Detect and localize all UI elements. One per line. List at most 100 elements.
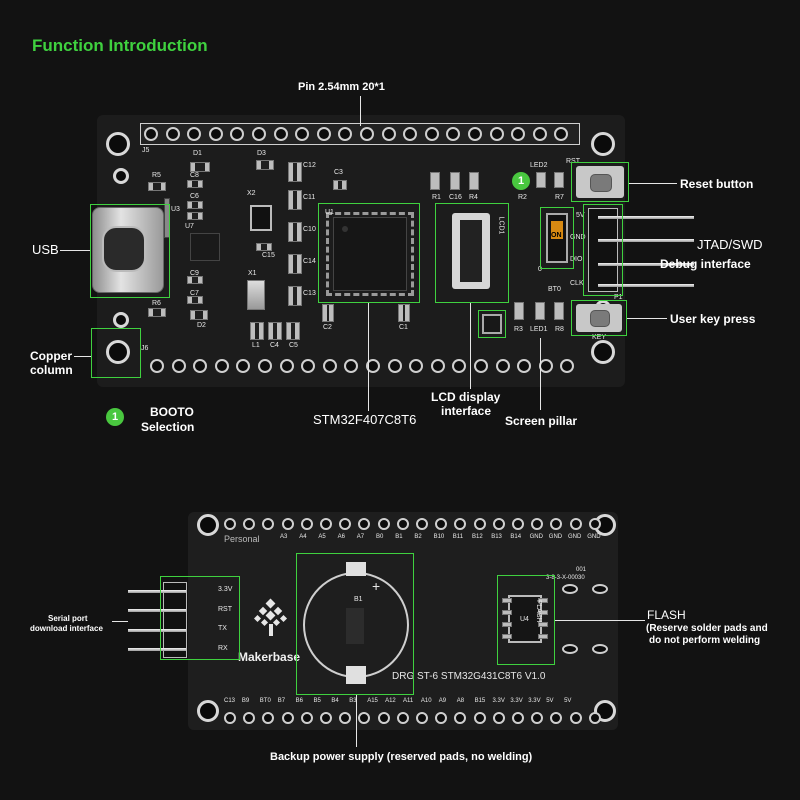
highlight-flash (497, 575, 555, 665)
header-pin-pad (403, 127, 418, 141)
silk-c15: C15 (262, 252, 275, 259)
flash-pad (538, 598, 548, 603)
silk-u1: U1 (325, 209, 334, 216)
highlight-key (571, 300, 627, 336)
user-key-button[interactable] (576, 304, 622, 332)
pin-pad (588, 518, 601, 530)
flash-chip-footprint (508, 595, 542, 643)
smd-part (268, 322, 282, 340)
header-pin-pad (295, 127, 310, 141)
header-pin-pad (171, 359, 186, 373)
leader-copper (74, 356, 91, 357)
label-usb: USB (32, 242, 59, 257)
label-flash-title: FLASH (647, 608, 686, 622)
boot-switch[interactable] (546, 213, 568, 263)
pin-label: GND (529, 534, 543, 540)
leader-lcd (470, 303, 471, 389)
leader-flash (555, 620, 645, 621)
smd-part (514, 302, 524, 320)
smd-part (187, 276, 203, 284)
silk-p1: P1 (614, 294, 623, 301)
mounting-hole (591, 132, 615, 156)
header-pin-pad (511, 127, 526, 141)
pin-label: GND (568, 534, 582, 540)
silk-r4: R4 (469, 194, 478, 201)
silk-key: KEY (592, 334, 607, 341)
header-pin-pad (532, 127, 547, 141)
silk-j5: J5 (142, 147, 150, 154)
screen-pillar-pad (482, 314, 502, 334)
pin-label: A4 (299, 534, 307, 540)
smd-part (288, 254, 302, 274)
lcd-connector-slot (460, 220, 482, 282)
silk-c4: C4 (270, 342, 279, 349)
silk-b1: B1 (354, 596, 363, 603)
pin-label: 3.3V (510, 698, 523, 704)
leader-backup (356, 695, 357, 747)
badge-boot-legend: 1 (106, 408, 124, 426)
label-serial-1: Serial port (48, 614, 88, 623)
serial-pin (128, 648, 186, 651)
swd-header (588, 208, 618, 292)
smd-part (469, 172, 479, 190)
mounting-hole (106, 132, 130, 156)
pin-label: A10 (420, 698, 432, 704)
smd-part (256, 160, 274, 170)
reset-button[interactable] (576, 166, 624, 198)
smd-part (256, 243, 272, 251)
header-pin-pad (360, 127, 374, 141)
header-pin-pad (344, 359, 359, 373)
flash-pad (538, 610, 548, 615)
silk-p1-clk: CLK (570, 280, 584, 287)
swd-pin (598, 284, 694, 287)
highlight-lcd (435, 203, 509, 303)
header-pin-pad (236, 359, 251, 373)
silk-c9: C9 (190, 270, 199, 277)
label-lcd-1: LCD display (431, 390, 501, 404)
silk-r3: R3 (514, 326, 523, 333)
pin-pad (569, 712, 582, 724)
highlight-reset (571, 162, 629, 202)
smd-part (148, 308, 166, 317)
header-pin-pad (366, 359, 380, 373)
smd-part (286, 322, 300, 340)
pin-label: 3.3V (492, 698, 505, 704)
smd-part (398, 304, 410, 322)
user-key-button-cap (590, 310, 610, 327)
pin-pad (454, 712, 467, 724)
flash-pad (538, 634, 548, 639)
label-pin-header: Pin 2.54mm 20*1 (298, 81, 385, 93)
pin-pad (512, 712, 524, 724)
silk-c6: C6 (190, 193, 199, 200)
silk-d2: D2 (197, 322, 206, 329)
header-pin-pad (446, 127, 461, 141)
pin-label: GND (548, 534, 563, 540)
silk-u3: U3 (171, 206, 180, 213)
mounting-hole (197, 514, 219, 536)
pin-label: B7 (277, 698, 286, 704)
pin-pad (396, 518, 409, 530)
pin-label: GND (587, 534, 601, 540)
header-pin-pad (468, 127, 482, 141)
pin-label: B4 (331, 698, 339, 704)
silk-d1: D1 (193, 150, 202, 157)
silk-code: 3-8-3-X-00030 (546, 575, 585, 581)
flash-pad (502, 610, 512, 615)
header-pin-pad (430, 359, 445, 373)
pin-pad (588, 712, 601, 724)
pin-pad (320, 712, 332, 724)
silk-u4: U4 (520, 616, 529, 623)
silk-r6: R6 (152, 300, 161, 307)
mounting-hole-small (113, 312, 129, 328)
pin-label: B6 (295, 698, 303, 704)
silk-x2: X2 (247, 190, 256, 197)
pin-label: A7 (356, 534, 365, 540)
silk-bt0: BT0 (548, 286, 561, 293)
label-reset: Reset button (680, 177, 754, 191)
header-pin-pad (193, 359, 208, 373)
pin-label: B0 (376, 534, 384, 540)
pin-pad (358, 518, 371, 530)
leader-user-key (627, 318, 667, 319)
pin-label: 5V (546, 698, 554, 704)
pin-label: A8 (456, 698, 465, 704)
